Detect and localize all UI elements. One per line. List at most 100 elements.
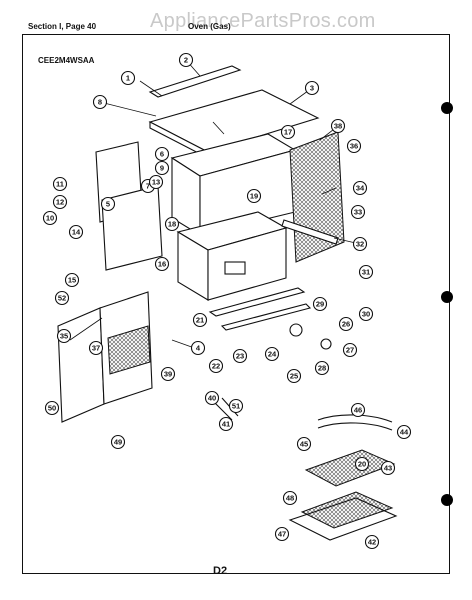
callout-21: 21 xyxy=(192,312,208,328)
callout-30: 30 xyxy=(358,306,374,322)
callout-18: 18 xyxy=(164,216,180,232)
svg-text:29: 29 xyxy=(316,300,324,309)
svg-text:1: 1 xyxy=(126,74,130,83)
callout-12: 12 xyxy=(52,194,68,210)
svg-text:13: 13 xyxy=(152,178,160,187)
callout-40: 40 xyxy=(204,390,220,406)
svg-text:48: 48 xyxy=(286,494,294,503)
callout-11: 11 xyxy=(52,176,68,192)
svg-text:27: 27 xyxy=(346,346,354,355)
svg-text:38: 38 xyxy=(334,122,342,131)
svg-text:22: 22 xyxy=(212,362,220,371)
callout-4: 4 xyxy=(190,340,206,356)
svg-text:17: 17 xyxy=(284,128,292,137)
top-rail xyxy=(148,65,242,98)
callout-8: 8 xyxy=(92,94,108,110)
svg-text:39: 39 xyxy=(164,370,172,379)
callout-35: 35 xyxy=(56,328,72,344)
callout-36: 36 xyxy=(346,138,362,154)
callout-33: 33 xyxy=(350,204,366,220)
callout-10: 10 xyxy=(42,210,58,226)
svg-text:4: 4 xyxy=(196,344,201,353)
svg-text:36: 36 xyxy=(350,142,358,151)
callout-49: 49 xyxy=(110,434,126,450)
svg-text:8: 8 xyxy=(98,98,102,107)
callout-48: 48 xyxy=(282,490,298,506)
binder-hole-top xyxy=(441,102,453,114)
svg-text:51: 51 xyxy=(232,402,240,411)
svg-text:50: 50 xyxy=(48,404,56,413)
callout-44: 44 xyxy=(396,424,412,440)
svg-text:19: 19 xyxy=(250,192,258,201)
svg-text:49: 49 xyxy=(114,438,122,447)
svg-text:23: 23 xyxy=(236,352,244,361)
binder-hole-bottom xyxy=(441,494,453,506)
svg-text:2: 2 xyxy=(184,56,188,65)
callout-46: 46 xyxy=(350,402,366,418)
svg-text:11: 11 xyxy=(56,180,64,189)
svg-text:44: 44 xyxy=(400,428,409,437)
svg-text:9: 9 xyxy=(160,164,164,173)
callout-3: 3 xyxy=(304,80,320,96)
svg-text:14: 14 xyxy=(72,228,81,237)
oven-box xyxy=(176,211,288,301)
callout-52: 52 xyxy=(54,290,70,306)
callout-34: 34 xyxy=(352,180,368,196)
callout-43: 43 xyxy=(380,460,396,476)
svg-text:18: 18 xyxy=(168,220,176,229)
svg-text:21: 21 xyxy=(196,316,204,325)
watermark: AppliancePartsPros.com xyxy=(150,10,376,32)
svg-text:25: 25 xyxy=(290,372,298,381)
callout-37: 37 xyxy=(88,340,104,356)
callout-39: 39 xyxy=(160,366,176,382)
callout-19: 19 xyxy=(246,188,262,204)
callout-41: 41 xyxy=(218,416,234,432)
svg-text:6: 6 xyxy=(160,150,164,159)
callout-26: 26 xyxy=(338,316,354,332)
callout-38: 38 xyxy=(330,118,346,134)
left-side-panel xyxy=(95,141,163,271)
svg-text:32: 32 xyxy=(356,240,364,249)
bottom-rails xyxy=(208,219,339,331)
svg-text:43: 43 xyxy=(384,464,392,473)
svg-text:30: 30 xyxy=(362,310,370,319)
svg-text:33: 33 xyxy=(354,208,362,217)
svg-text:24: 24 xyxy=(268,350,277,359)
svg-text:52: 52 xyxy=(58,294,66,303)
svg-text:42: 42 xyxy=(368,538,376,547)
svg-text:41: 41 xyxy=(222,420,230,429)
callout-42: 42 xyxy=(364,534,380,550)
svg-text:5: 5 xyxy=(106,200,110,209)
callout-45: 45 xyxy=(296,436,312,452)
svg-text:20: 20 xyxy=(358,460,366,469)
callout-6: 6 xyxy=(154,146,170,162)
callout-32: 32 xyxy=(352,236,368,252)
model-number: CEE2M4WSAA xyxy=(38,56,95,65)
svg-text:45: 45 xyxy=(300,440,308,449)
svg-text:47: 47 xyxy=(278,530,286,539)
top-panel xyxy=(148,89,320,159)
callout-24: 24 xyxy=(264,346,280,362)
callout-27: 27 xyxy=(342,342,358,358)
callout-50: 50 xyxy=(44,400,60,416)
callout-25: 25 xyxy=(286,368,302,384)
callout-29: 29 xyxy=(312,296,328,312)
diagram-frame xyxy=(22,34,450,574)
storage-drawer xyxy=(57,291,153,423)
diagram-title: Oven (Gas) xyxy=(188,22,231,31)
callout-13: 13 xyxy=(148,174,164,190)
svg-text:26: 26 xyxy=(342,320,350,329)
callout-9: 9 xyxy=(154,160,170,176)
svg-text:37: 37 xyxy=(92,344,100,353)
callout-5: 5 xyxy=(100,196,116,212)
broiler-pan-assembly xyxy=(288,414,398,541)
svg-text:40: 40 xyxy=(208,394,216,403)
callout-14: 14 xyxy=(68,224,84,240)
svg-text:31: 31 xyxy=(362,268,370,277)
svg-text:16: 16 xyxy=(158,260,166,269)
callout-20: 20 xyxy=(354,456,370,472)
binder-hole-middle xyxy=(441,291,453,303)
oven-liner xyxy=(170,133,297,236)
svg-text:15: 15 xyxy=(68,276,76,285)
svg-text:10: 10 xyxy=(46,214,54,223)
